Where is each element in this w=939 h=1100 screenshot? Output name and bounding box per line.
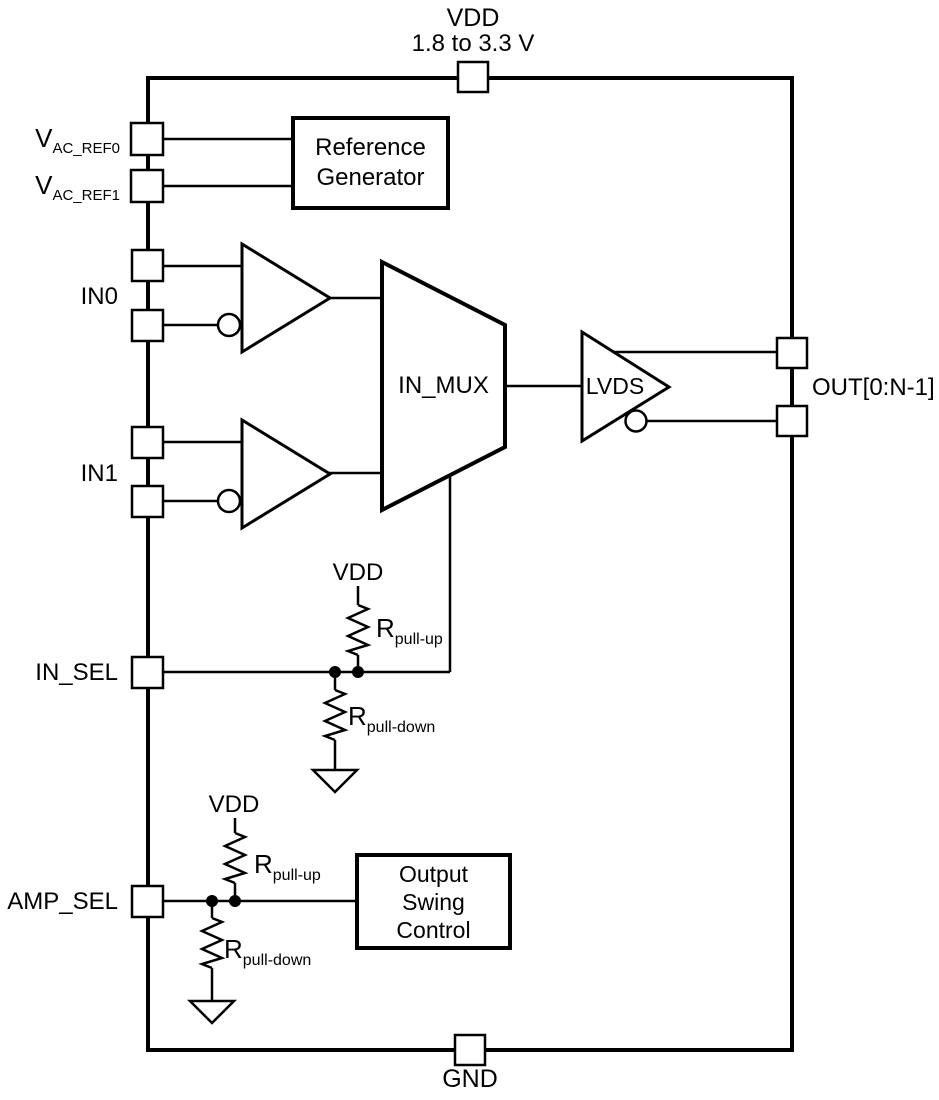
vac-ref1-main: V: [35, 170, 53, 200]
ampsel-rpullup-label: Rpull-up: [254, 850, 321, 885]
ground-symbol-insel: [309, 768, 361, 794]
inversion-bubble-in0: [216, 312, 242, 338]
output-swing-control-block: [355, 853, 512, 950]
ampsel-rpullup-main: R: [254, 849, 273, 879]
vdd-label: VDD: [446, 4, 500, 32]
in-mux-shape: [380, 258, 507, 514]
gnd-label: GND: [442, 1065, 498, 1093]
insel-rpullup-main: R: [376, 613, 395, 643]
pin-vac-ref0: [129, 121, 165, 157]
resistor-insel-pullup: [344, 603, 372, 657]
junction-dot-ampsel-pullup: [229, 895, 241, 907]
vdd-range-label: 1.8 to 3.3 V: [411, 30, 535, 57]
insel-vdd-label: VDD: [332, 559, 384, 586]
pin-vac-ref1: [129, 168, 165, 204]
insel-rpulldown-sub: pull-down: [366, 719, 436, 736]
pin-label-out: OUT[0:N-1]: [812, 374, 935, 401]
ampsel-rpulldown-main: R: [224, 934, 243, 964]
pin-vdd: [456, 60, 490, 94]
lvds-label: LVDS: [585, 372, 645, 399]
output-swing-control-label: Output Swing Control: [396, 860, 471, 943]
junction-dot-ampsel-pulldown: [206, 895, 218, 907]
vac-ref0-sub: AC_REF0: [52, 140, 120, 157]
ampsel-vdd-label: VDD: [208, 791, 260, 818]
junction-dot-insel-pulldown: [329, 666, 341, 678]
pin-in1-neg: [130, 484, 165, 519]
resistor-ampsel-pulldown: [198, 916, 226, 970]
ampsel-rpullup-sub: pull-up: [272, 867, 321, 884]
insel-rpulldown-label: Rpull-down: [348, 702, 435, 737]
inversion-bubble-in1: [216, 488, 242, 514]
pin-amp-sel: [130, 884, 165, 919]
resistor-insel-pulldown: [321, 688, 349, 742]
reference-generator-block: [291, 116, 450, 210]
ampsel-rpulldown-label: Rpull-down: [224, 935, 311, 970]
pin-in-sel: [130, 655, 165, 690]
input-buffer-in1: [240, 417, 333, 531]
pin-out-neg: [775, 404, 809, 438]
in-mux-label: IN_MUX: [398, 372, 489, 399]
ground-symbol-ampsel: [186, 999, 238, 1025]
pin-out-pos: [775, 336, 809, 370]
junction-dot-insel-pullup: [352, 666, 364, 678]
pin-label-amp-sel: AMP_SEL: [7, 888, 118, 915]
insel-rpullup-sub: pull-up: [394, 631, 443, 648]
insel-rpullup-label: Rpull-up: [376, 614, 443, 649]
pin-label-in0: IN0: [80, 283, 118, 310]
pin-label-vac-ref1: VAC_REF1: [35, 171, 120, 205]
pin-gnd: [453, 1033, 487, 1067]
reference-generator-label: Reference Generator: [315, 134, 426, 191]
insel-rpulldown-main: R: [348, 701, 367, 731]
ampsel-rpulldown-sub: pull-down: [242, 952, 312, 969]
pin-label-in1: IN1: [80, 460, 118, 487]
inversion-bubble-out: [624, 409, 648, 433]
vac-ref0-main: V: [35, 123, 53, 153]
pin-label-in-sel: IN_SEL: [35, 659, 118, 686]
pin-in0-neg: [130, 308, 165, 343]
input-buffer-in0: [240, 241, 333, 355]
vac-ref1-sub: AC_REF1: [52, 187, 120, 204]
pin-in0-pos: [130, 248, 165, 283]
pin-in1-pos: [130, 425, 165, 460]
resistor-ampsel-pullup: [221, 831, 249, 885]
pin-label-vac-ref0: VAC_REF0: [35, 124, 120, 158]
lvds-driver-shape: [580, 329, 672, 444]
